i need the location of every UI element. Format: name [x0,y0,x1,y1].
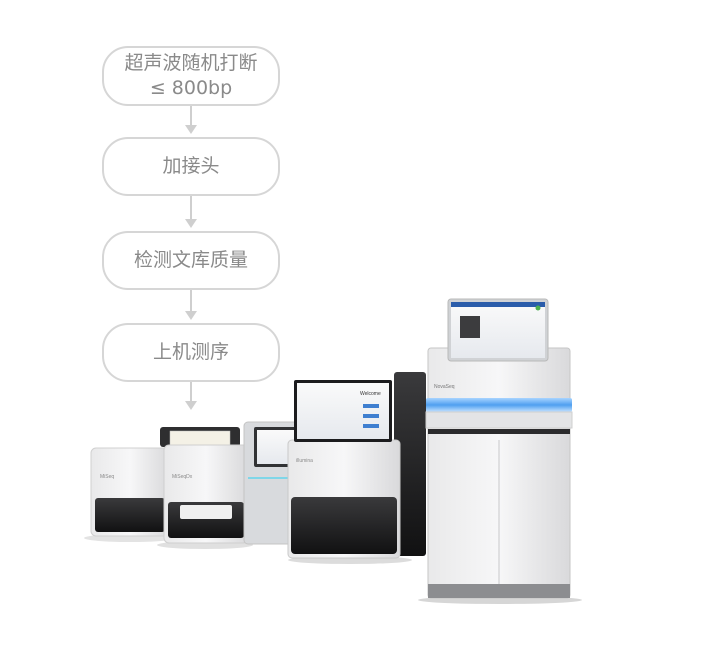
step-adapter-ligation: 加接头 [102,137,280,196]
step-adapter-ligation-label: 加接头 [162,155,220,177]
step-sequencing: 上机测序 [102,323,280,382]
arrow-down-icon [185,401,197,410]
step-fragmentation: 超声波随机打断 ≤ 800bp [102,46,280,106]
sequencer-novaseq: NovaSeq [418,298,582,604]
connector-line [190,106,192,126]
svg-text:illumina: illumina [296,458,313,464]
novaseq-label: NovaSeq [434,384,455,390]
connector-line [190,290,192,312]
arrow-down-icon [185,219,197,228]
step-fragmentation-size: ≤ 800bp [149,77,233,99]
connector-line [190,382,192,402]
step-library-qc-label: 检测文库质量 [133,249,248,271]
step-sequencing-label: 上机测序 [152,341,229,363]
step-library-qc: 检测文库质量 [102,231,280,290]
connector-line [190,196,192,220]
svg-text:MiSeq: MiSeq [100,474,114,480]
machine-screen-title: Welcome [360,391,381,397]
sequencer-small-left: MiSeq [84,447,176,542]
sequencer-large: Welcome illumina [287,372,426,564]
arrow-down-icon [185,311,197,320]
sequencer-small: MiSeqDx [157,427,253,549]
step-fragmentation-label: 超声波随机打断 [124,52,258,74]
arrow-down-icon [185,125,197,134]
svg-text:MiSeqDx: MiSeqDx [172,474,193,480]
